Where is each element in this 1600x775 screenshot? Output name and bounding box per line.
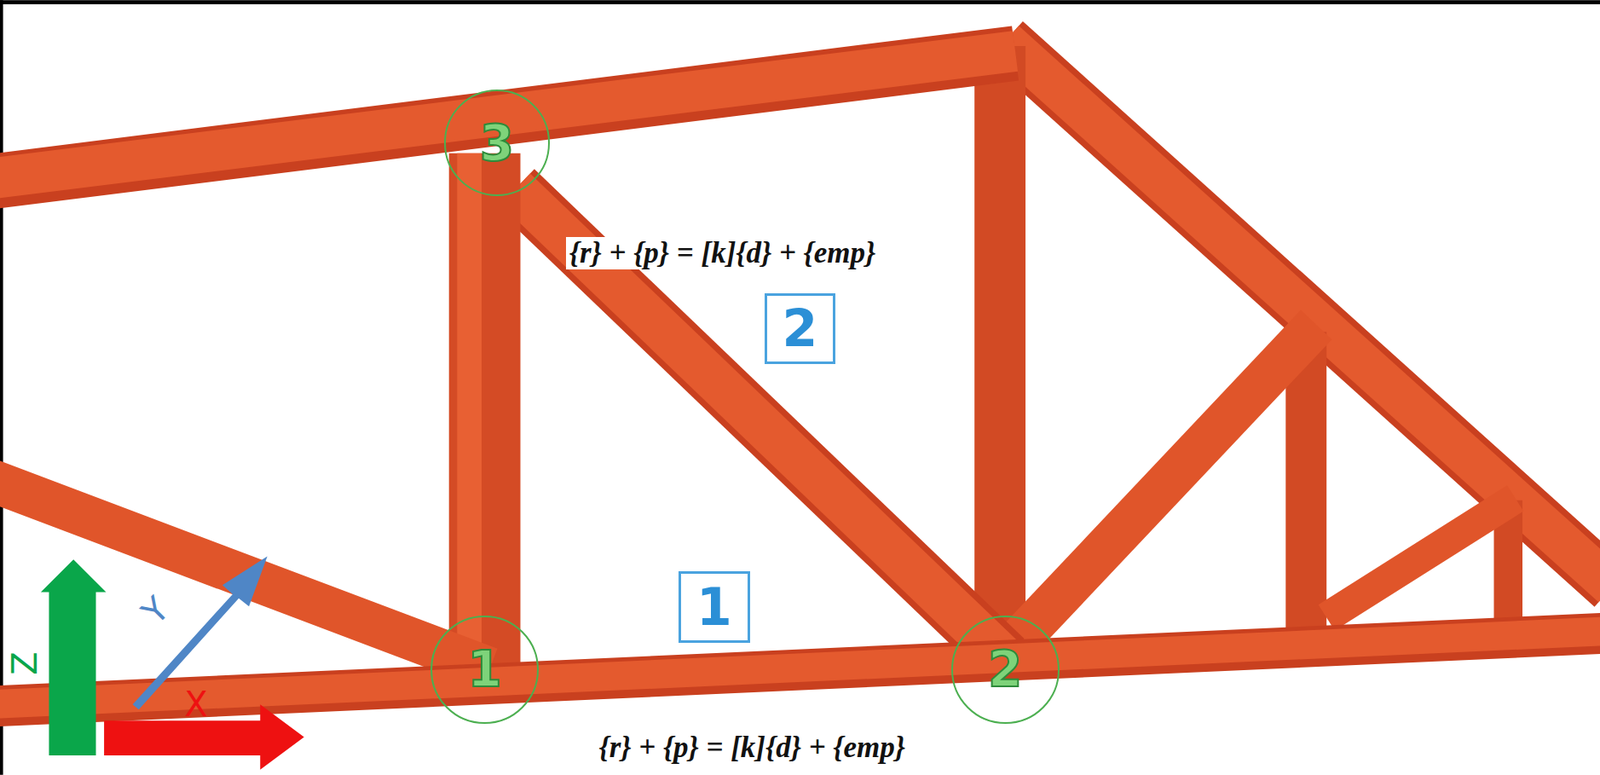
equation: {r} + {p} = [k]{d} + {emp}	[566, 236, 880, 271]
joint-number: 3	[479, 118, 515, 168]
element-square: 2	[764, 293, 837, 365]
element-number: 1	[696, 581, 733, 633]
element-number: 2	[782, 302, 819, 354]
truss-members	[0, 40, 1600, 706]
axis-letter: X	[184, 685, 208, 723]
axis-letter: Z	[5, 651, 44, 675]
element-square: 1	[678, 571, 751, 643]
joint-number: 2	[987, 644, 1023, 694]
joint-circle: 3	[444, 89, 550, 196]
joint-circle: 1	[430, 615, 539, 724]
z-axis-arrow	[40, 559, 107, 756]
equation: {r} + {p} = [k]{d} + {emp}	[594, 731, 909, 765]
axis-letter: Y	[134, 589, 176, 631]
joint-circle: 2	[951, 615, 1060, 724]
axis-arrows	[40, 556, 305, 770]
joint-number: 1	[467, 644, 502, 694]
frame-top	[0, 0, 1600, 5]
frame-left	[0, 0, 4, 775]
